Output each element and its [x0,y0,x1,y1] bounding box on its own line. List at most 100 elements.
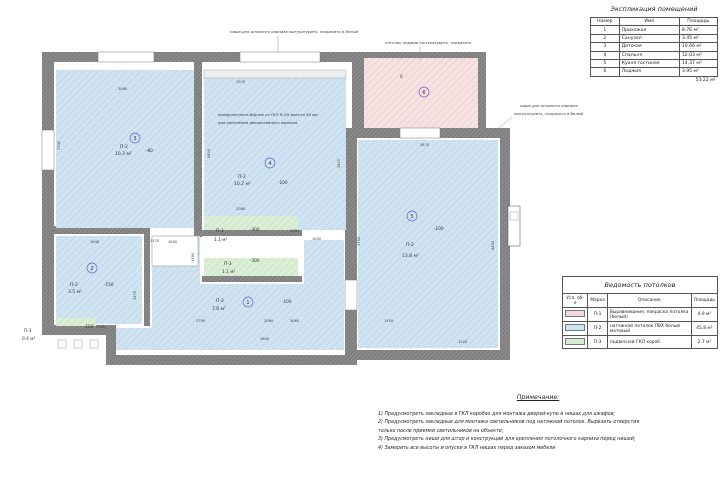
ceiling-table: Ведомость потолков Усл. об-е Марка Описа… [561,276,719,349]
notes-title: Примечание: [516,394,560,401]
room-explication: Экспликация помещений Номер Имя Площадь … [590,2,719,84]
total-area: 53.22 м² [695,77,716,83]
row-num: 3 [590,42,620,52]
room-3-code: П-2 [120,144,128,150]
row-area: 10.66 м² [678,42,719,52]
room-1-area: 7.6 м² [212,306,226,312]
dim-7: 3470 [337,158,341,168]
windows [41,51,441,311]
dim-17: 2060 [264,319,274,323]
dim-4: 2080 [236,207,246,211]
ceiling-schedule: Ведомость потолков Усл. об-е Марка Описа… [561,276,719,349]
gkl-box-1-marker: П-3 1.1 м² -300 [214,227,260,243]
swatch-cell [561,335,589,349]
box-2-code: П-3 [224,261,232,267]
row-area: 12.03 м² [678,50,719,60]
header-num: Номер [590,16,620,27]
room-3-num: 3 [133,136,136,142]
table-row: П-3 подвесной ГКЛ короб 2.7 м² [561,335,719,349]
row-desc: Выравнивание, покраска потолка (белый) [606,307,692,322]
room-4-num: 4 [268,161,271,167]
room-3-fill [56,70,194,228]
row-num: 2 [590,33,620,44]
room-6-level: 0 [400,74,403,79]
row-area: 3.45 м² [678,33,719,44]
closet-niche [151,235,199,267]
box-2-area: 1.1 м² [222,269,235,275]
room-3-area: 10.3 м² [115,151,132,157]
room-2-num: 2 [90,266,93,272]
dim-18: 1600 [260,337,270,341]
dim-6: 5400 [207,148,211,158]
ceiling-header: Усл. об-е Марка Описание Площадь [561,293,719,308]
row-name: Детская [618,42,680,52]
room-6-num: 6 [422,90,425,96]
row-mark: П-1 [587,307,608,322]
row-name: Спальня [618,50,680,60]
dim-2: 2740 [57,140,61,150]
box-1-area: 1.1 м² [214,237,227,243]
explication-title: Экспликация помещений [610,5,698,13]
right-niche-note-1: ниша для шторного карниза [520,103,578,108]
dim-11: 1270 [133,290,137,300]
note-line: 3) Предусмотреть ниши для штор и констру… [378,437,636,443]
swatch-p2 [565,324,586,331]
room-6-marker: 6 0 [400,74,430,98]
dim-19: 4420 [491,240,495,250]
header-name: Имя [618,16,680,27]
dim-8: 1640 [168,240,178,244]
dim-23: 1200 [458,340,468,344]
table-row: П-2 натяжной потолок ПВХ белый матовый 4… [561,321,719,336]
dimension-labels: 3060 2740 1640 2080 1970 5400 3470 1640 … [57,80,495,344]
swatch-p1 [565,310,586,317]
dim-13: 3060 [290,319,300,323]
swatch-cell [561,321,589,336]
row-desc: натяжной потолок ПВХ белый матовый [606,321,692,336]
note-line: 2) Предусмотреть закладные для монтажа с… [378,420,640,426]
ceiling-title: Ведомость потолков [562,276,718,294]
notes-section: Примечание: 1) Предусмотреть закладные в… [378,394,698,453]
box-1-level: -300 [250,227,260,232]
row-area: 14.37 м² [678,58,719,69]
gkl-box-2-marker: П-3 1.1 м² -300 [222,258,260,275]
room-1-code: П-2 [216,298,224,304]
bedroom-note-2: для крепления декоративного карниза [217,120,298,125]
box-2-level: -300 [250,258,260,263]
row-name: Санузел [618,33,680,44]
room-2-area: 3.5 м² [68,289,82,295]
room-5-num: 5 [410,214,413,220]
room-4-level: -100 [278,180,288,185]
room-5-code: П-2 [406,242,414,248]
dim-22: 1170 [150,239,160,243]
dim-20: 3750 [357,236,361,246]
row-area: 2.7 м² [690,335,719,349]
gkl-box-3-marker: П-3 0.4 м² -150 [22,324,94,342]
room-1-level: -100 [282,299,292,304]
room-1-num: 1 [246,300,249,306]
dim-14: 1450 [384,319,394,323]
row-mark: П-2 [587,321,608,336]
room-4-area: 10.2 м² [234,181,251,187]
room-2-marker: 2 П-2 3.5 м² -150 [68,262,114,295]
dim-5: 1970 [236,80,246,84]
room-1-marker: 1 П-2 7.6 м² -100 [212,296,292,312]
total-row: 53.22 м² [591,76,718,84]
note-line: только после приемки светильников на объ… [378,428,504,434]
row-name: Лоджия [618,67,680,77]
room-4-fill [204,78,346,230]
header-area: Площадь [690,293,719,308]
note-line: 1) Предусмотреть закладные в ГКЛ коробах… [378,412,616,417]
room-3-marker: 3 П-2 10.3 м² -80 [115,132,153,157]
row-area: 8.76 м² [678,25,719,35]
gkl-box-1-fill [204,216,298,230]
row-area: 3.95 м² [678,67,719,77]
row-mark: П-3 [587,335,608,349]
swatch-p3 [565,337,586,345]
dim-15: 1180 [191,252,195,262]
room-5-marker: 5 П-2 13.8 м² -100 [402,210,444,259]
right-niche-note-2: оштукатурить, покрасить в белый [514,111,584,116]
